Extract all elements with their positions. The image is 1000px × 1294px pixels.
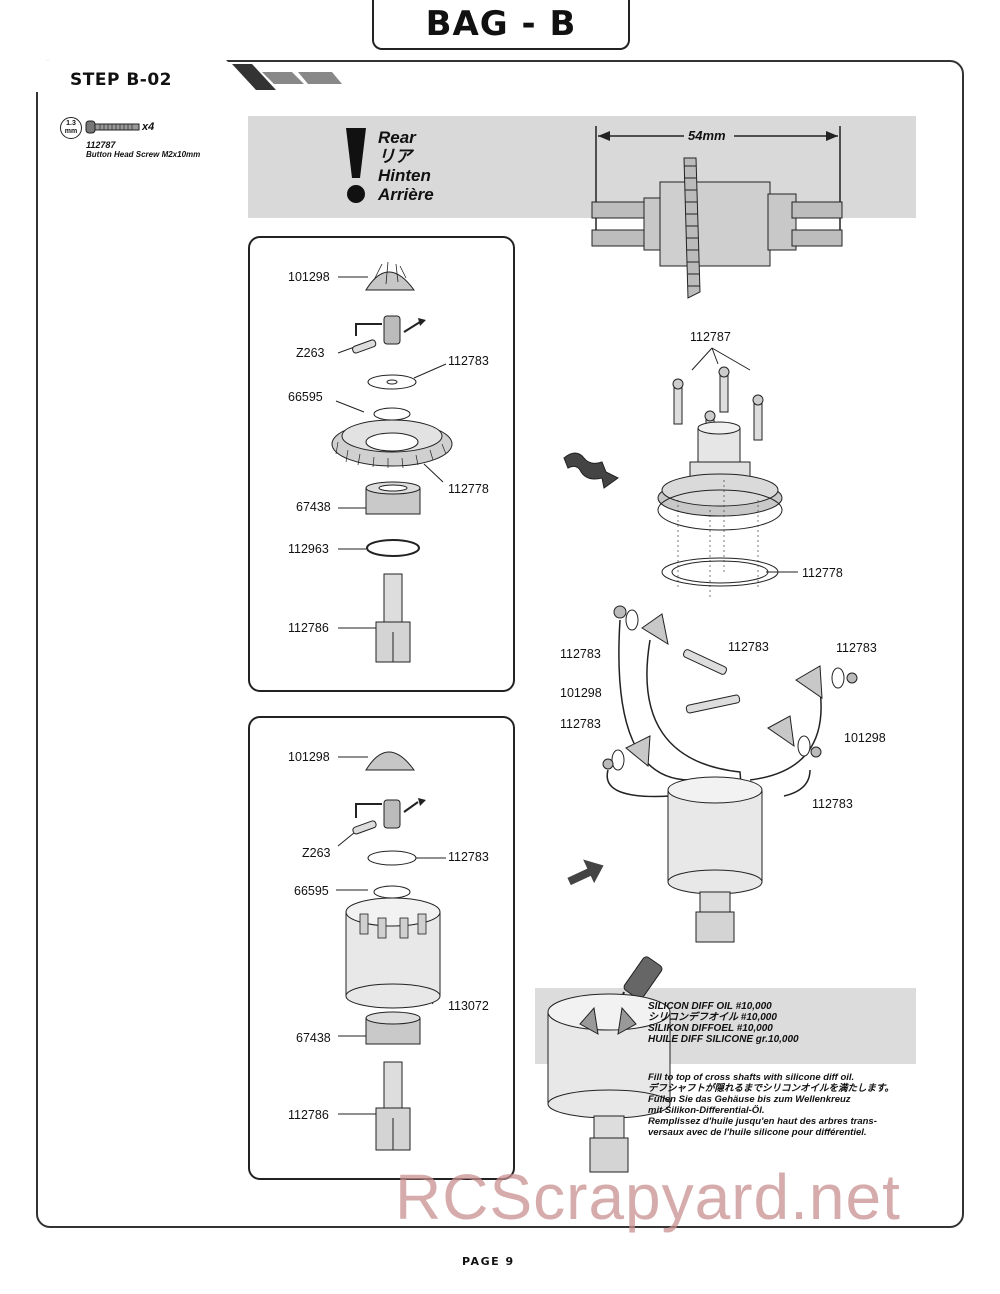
upper-label-112786: 112786: [288, 621, 329, 635]
upper-label-66595: 66595: [288, 390, 323, 404]
button-head-screw-icon: [85, 120, 140, 134]
fill-line-3: Füllen Sie das Gehäuse bis zum Wellenkre…: [648, 1094, 851, 1105]
page-number: PAGE 9: [462, 1255, 515, 1268]
lower-label-101298: 101298: [288, 750, 330, 764]
spider-label-101298-b: 101298: [844, 731, 886, 745]
oil-line-fr: HUILE DIFF SILICONE gr.10,000: [648, 1034, 799, 1045]
hex-size-badge: 1.3 mm: [60, 117, 82, 139]
fill-line-4: mit Silikon-Differential-Öl.: [648, 1105, 765, 1116]
step-frame: [36, 60, 964, 1228]
flip-arrow-icon: [563, 452, 619, 489]
ring-gear-assembly: [657, 347, 798, 598]
spider-gear-assembly: [602, 605, 858, 943]
screw-quantity: x4: [142, 121, 155, 133]
oil-line-en: SILICON DIFF OIL #10,000: [648, 1001, 772, 1012]
lower-label-67438: 67438: [296, 1031, 331, 1045]
upper-label-112778: 112778: [448, 482, 489, 496]
lower-exploded-parts: [336, 751, 446, 1151]
fill-line-1: Fill to top of cross shafts with silicon…: [648, 1072, 855, 1083]
oil-line-jp: シリコンデフオイル #10,000: [648, 1012, 777, 1023]
diff-assembly-drawing: [591, 126, 843, 299]
lower-label-113072: 113072: [448, 999, 489, 1013]
ring-label-112778: 112778: [802, 566, 843, 580]
oil-fill-drawing: [547, 956, 671, 1173]
note-line-de: Hinten: [378, 166, 431, 185]
ring-label-112787: 112787: [690, 330, 731, 344]
hex-size: 1.3: [66, 120, 76, 127]
upper-assembly-box: [248, 236, 515, 692]
upper-exploded-parts: [331, 261, 453, 663]
watermark: RCScrapyard.net: [395, 1161, 901, 1233]
oil-line-de: SILIKON DIFFOEL #10,000: [648, 1023, 773, 1034]
spider-label-112783-e: 112783: [812, 797, 853, 811]
spider-label-112783-c: 112783: [836, 641, 877, 655]
fill-line-2: デフシャフトが隠れるまでシリコンオイルを満たします。: [648, 1083, 895, 1094]
spider-label-112783-d: 112783: [560, 717, 601, 731]
lower-label-112786: 112786: [288, 1108, 329, 1122]
orientation-note: Rear リア Hinten Arrière: [378, 128, 434, 204]
lower-assembly-box: [248, 716, 515, 1180]
note-line-jp: リア: [378, 147, 412, 166]
spider-label-112783-b: 112783: [728, 640, 769, 654]
lower-label-z263: Z263: [302, 846, 331, 860]
fill-line-6: versaux avec de l'huile silicone pour di…: [648, 1127, 867, 1138]
dimension-label: 54mm: [688, 128, 726, 143]
upper-label-112783: 112783: [448, 354, 489, 368]
step-title: STEP B-02: [70, 70, 173, 90]
bag-title: BAG - B: [425, 4, 577, 44]
note-line-fr: Arrière: [378, 185, 434, 204]
spider-label-112783-a: 112783: [560, 647, 601, 661]
upper-label-101298: 101298: [288, 270, 330, 284]
upper-label-z263: Z263: [296, 346, 325, 360]
bag-title-tab: BAG - B: [372, 0, 630, 50]
fill-line-5: Remplissez d'huile jusqu'en haut des arb…: [648, 1116, 877, 1127]
lower-label-112783: 112783: [448, 850, 489, 864]
exclamation-icon: [346, 128, 366, 203]
spider-label-101298-a: 101298: [560, 686, 602, 700]
lower-label-66595: 66595: [294, 884, 329, 898]
screw-description: Button Head Screw M2x10mm: [86, 150, 201, 159]
upper-label-67438: 67438: [296, 500, 331, 514]
screw-part-number: 112787: [86, 140, 116, 150]
step-arrow-icon: [567, 859, 604, 886]
note-line-en: Rear: [378, 128, 416, 147]
step-header-stripes: [36, 60, 342, 92]
hex-unit: mm: [64, 128, 78, 135]
fill-instructions: Fill to top of cross shafts with silicon…: [648, 1072, 918, 1138]
oil-spec: SILICON DIFF OIL #10,000 シリコンデフオイル #10,0…: [648, 1001, 799, 1045]
upper-label-112963: 112963: [288, 542, 329, 556]
